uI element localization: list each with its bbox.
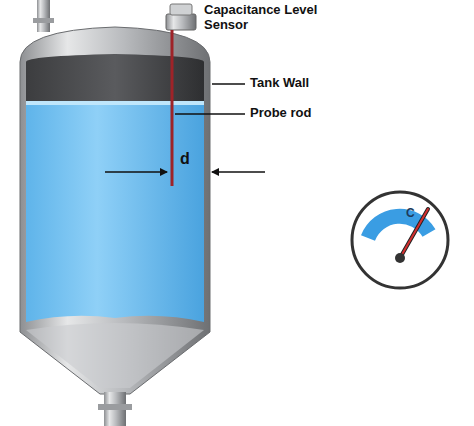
wall-label: Tank Wall: [250, 76, 309, 91]
tank-cone: [26, 323, 204, 388]
tank-shell: [20, 27, 210, 394]
liquid-surface: [26, 101, 204, 105]
sensor-cap: [170, 4, 192, 15]
leader-line: [212, 83, 245, 84]
gauge-letter: C: [406, 207, 415, 221]
liquid: [26, 103, 204, 322]
probe-label: Probe rod: [250, 106, 311, 121]
pipe-flange: [98, 404, 132, 410]
tank-interior: [26, 54, 204, 105]
pipe-flange: [33, 18, 54, 23]
probe-rod: [171, 30, 174, 186]
sensor-label: Capacitance Level Sensor: [204, 3, 322, 33]
gauge-dial: [352, 192, 448, 288]
leader-line: [175, 113, 245, 114]
dimension-label: d: [180, 150, 190, 168]
gauge-pivot: [395, 253, 405, 263]
dimension-arrow: [212, 171, 265, 173]
dimension-arrow: [105, 171, 167, 173]
sensor-head: [166, 14, 196, 30]
inlet-pipe: [37, 0, 50, 32]
